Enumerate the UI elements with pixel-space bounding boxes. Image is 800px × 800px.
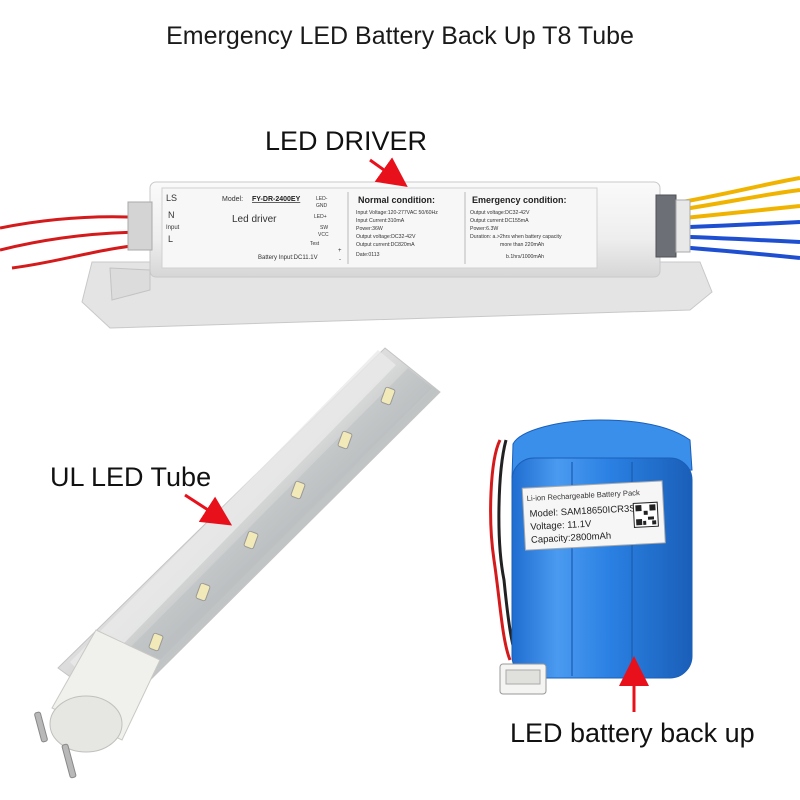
pin-label: GND	[316, 203, 328, 209]
battery-input-label: Battery Input:DC11.1V	[258, 255, 318, 261]
battery-label-line: Capacity:2800mAh	[531, 531, 612, 546]
emergency-condition-line: Output current:DC155mA	[470, 218, 529, 224]
emergency-condition-line: more than 220mAh	[500, 242, 544, 248]
pin-label: SW	[320, 225, 328, 231]
terminal-label: Input	[166, 225, 180, 231]
pin-label: VCC	[318, 232, 329, 238]
led-tube-label: UL LED Tube	[50, 462, 212, 492]
battery-label-line: Voltage: 11.1V	[530, 519, 592, 533]
led-chip	[195, 582, 211, 602]
emergency-condition-line: Output voltage:DC32-42V	[470, 210, 530, 216]
page-title: Emergency LED Battery Back Up T8 Tube	[166, 22, 634, 50]
terminal-label: LS	[166, 193, 177, 203]
led-chip	[337, 430, 353, 450]
normal-condition-heading: Normal condition:	[358, 195, 435, 205]
led-tube	[34, 347, 441, 779]
callout-arrow	[369, 157, 408, 187]
normal-condition-line: Date:0113	[356, 252, 380, 258]
tube-pin	[34, 711, 48, 743]
led-chip	[290, 480, 306, 500]
led-chip	[380, 386, 396, 406]
driver-name: Led driver	[232, 214, 277, 225]
qr-code	[632, 501, 659, 528]
normal-condition-line: Output current:DC820mA	[356, 242, 415, 248]
pin-label: +	[338, 248, 342, 254]
model-value: FY-DR-2400EY	[252, 196, 301, 203]
normal-condition-line: Output voltage:DC32-42V	[356, 234, 416, 240]
battery-pack: Li-ion Rechargeable Battery Pack Model: …	[489, 419, 693, 695]
pin-label: LED-	[316, 196, 328, 202]
pin-label: -	[339, 257, 341, 263]
normal-condition-line: Power:36W	[356, 226, 383, 232]
model-label: Model:	[222, 196, 243, 203]
tube-pin	[61, 743, 77, 779]
normal-condition-line: Input Voltage:120-277VAC 50/60Hz	[356, 210, 438, 216]
normal-condition-line: Input Current:310mA	[356, 218, 405, 224]
led-driver-label: LED DRIVER	[265, 126, 428, 156]
pin-label: Test	[310, 241, 320, 247]
pin-label: LED+	[314, 214, 327, 220]
led-chip	[243, 530, 259, 550]
terminal-label: N	[168, 210, 175, 220]
battery-backup-label: LED battery back up	[510, 718, 755, 748]
led-chip	[148, 632, 164, 652]
emergency-condition-line: Duration: a.>2hrs when battery capacity	[470, 234, 562, 240]
red-wire	[489, 439, 512, 661]
emergency-condition-line: b.1hrs/1000mAh	[506, 254, 544, 260]
terminal-label: L	[168, 234, 173, 244]
callout-arrow	[184, 493, 233, 526]
emergency-condition-line: Power:6.3W	[470, 226, 498, 232]
led-driver: LS N Input L Model: FY-DR-2400EY Led dri…	[0, 176, 800, 329]
emergency-condition-heading: Emergency condition:	[472, 195, 567, 205]
